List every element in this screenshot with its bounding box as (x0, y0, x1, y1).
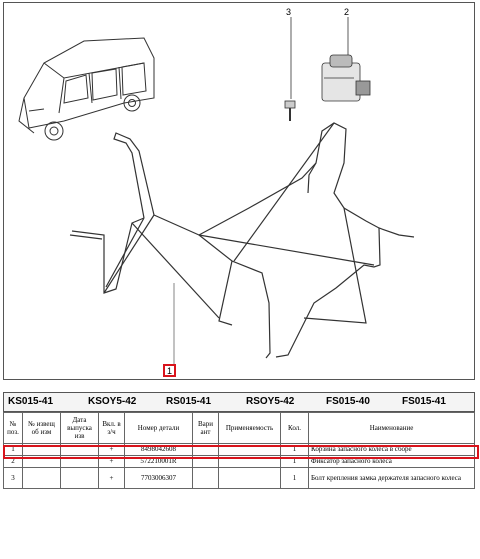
header-applicability: Применяемость (218, 412, 281, 444)
car-illustration (18, 37, 155, 141)
cell-qty: 1 (280, 467, 309, 489)
cell-part-number: 7703006307 (124, 467, 193, 489)
callout-3: 3 (286, 7, 292, 17)
cell-notice (22, 467, 61, 489)
spare-wheel-basket (69, 122, 415, 359)
row-highlight (3, 445, 479, 459)
header-pos: № поз. (3, 412, 23, 444)
model-code: KSOY5-42 (88, 396, 137, 407)
callout-1: 1 (163, 364, 176, 377)
table-row[interactable]: 3 + 7703006307 1 Болт крепления замка де… (3, 467, 475, 489)
cell-applicability (218, 467, 281, 489)
model-code: RS015-41 (166, 396, 212, 407)
cell-incl: + (98, 467, 125, 489)
header-variant: Вари ант (192, 412, 219, 444)
cell-date (60, 467, 99, 489)
table-header-row: № поз. № извещ об изм Дата выпуска изв В… (3, 412, 475, 444)
cell-variant (192, 467, 219, 489)
cell-name: Болт крепления замка держателя запасного… (308, 467, 475, 489)
header-qty: Кол. (280, 412, 309, 444)
model-code: FS015-41 (402, 396, 446, 407)
header-part-number: Номер детали (124, 412, 193, 444)
model-codes-bar: KS015-41 KSOY5-42 RS015-41 RSOY5-42 FS01… (3, 392, 475, 412)
header-date: Дата выпуска изв (60, 412, 99, 444)
cell-pos: 3 (3, 467, 23, 489)
model-code: FS015-40 (326, 396, 370, 407)
bolt-part (284, 100, 296, 121)
model-code: KS015-41 (8, 396, 54, 407)
parts-diagram: 3 2 (3, 2, 475, 380)
parts-table: № поз. № извещ об изм Дата выпуска изв В… (3, 412, 475, 489)
header-name: Наименование (308, 412, 475, 444)
callout-2: 2 (344, 7, 350, 17)
latch-part (321, 54, 371, 102)
header-notice: № извещ об изм (22, 412, 61, 444)
diagram-drawing (18, 17, 415, 365)
model-code: RSOY5-42 (246, 396, 295, 407)
header-incl: Вкл. в з/ч (98, 412, 125, 444)
